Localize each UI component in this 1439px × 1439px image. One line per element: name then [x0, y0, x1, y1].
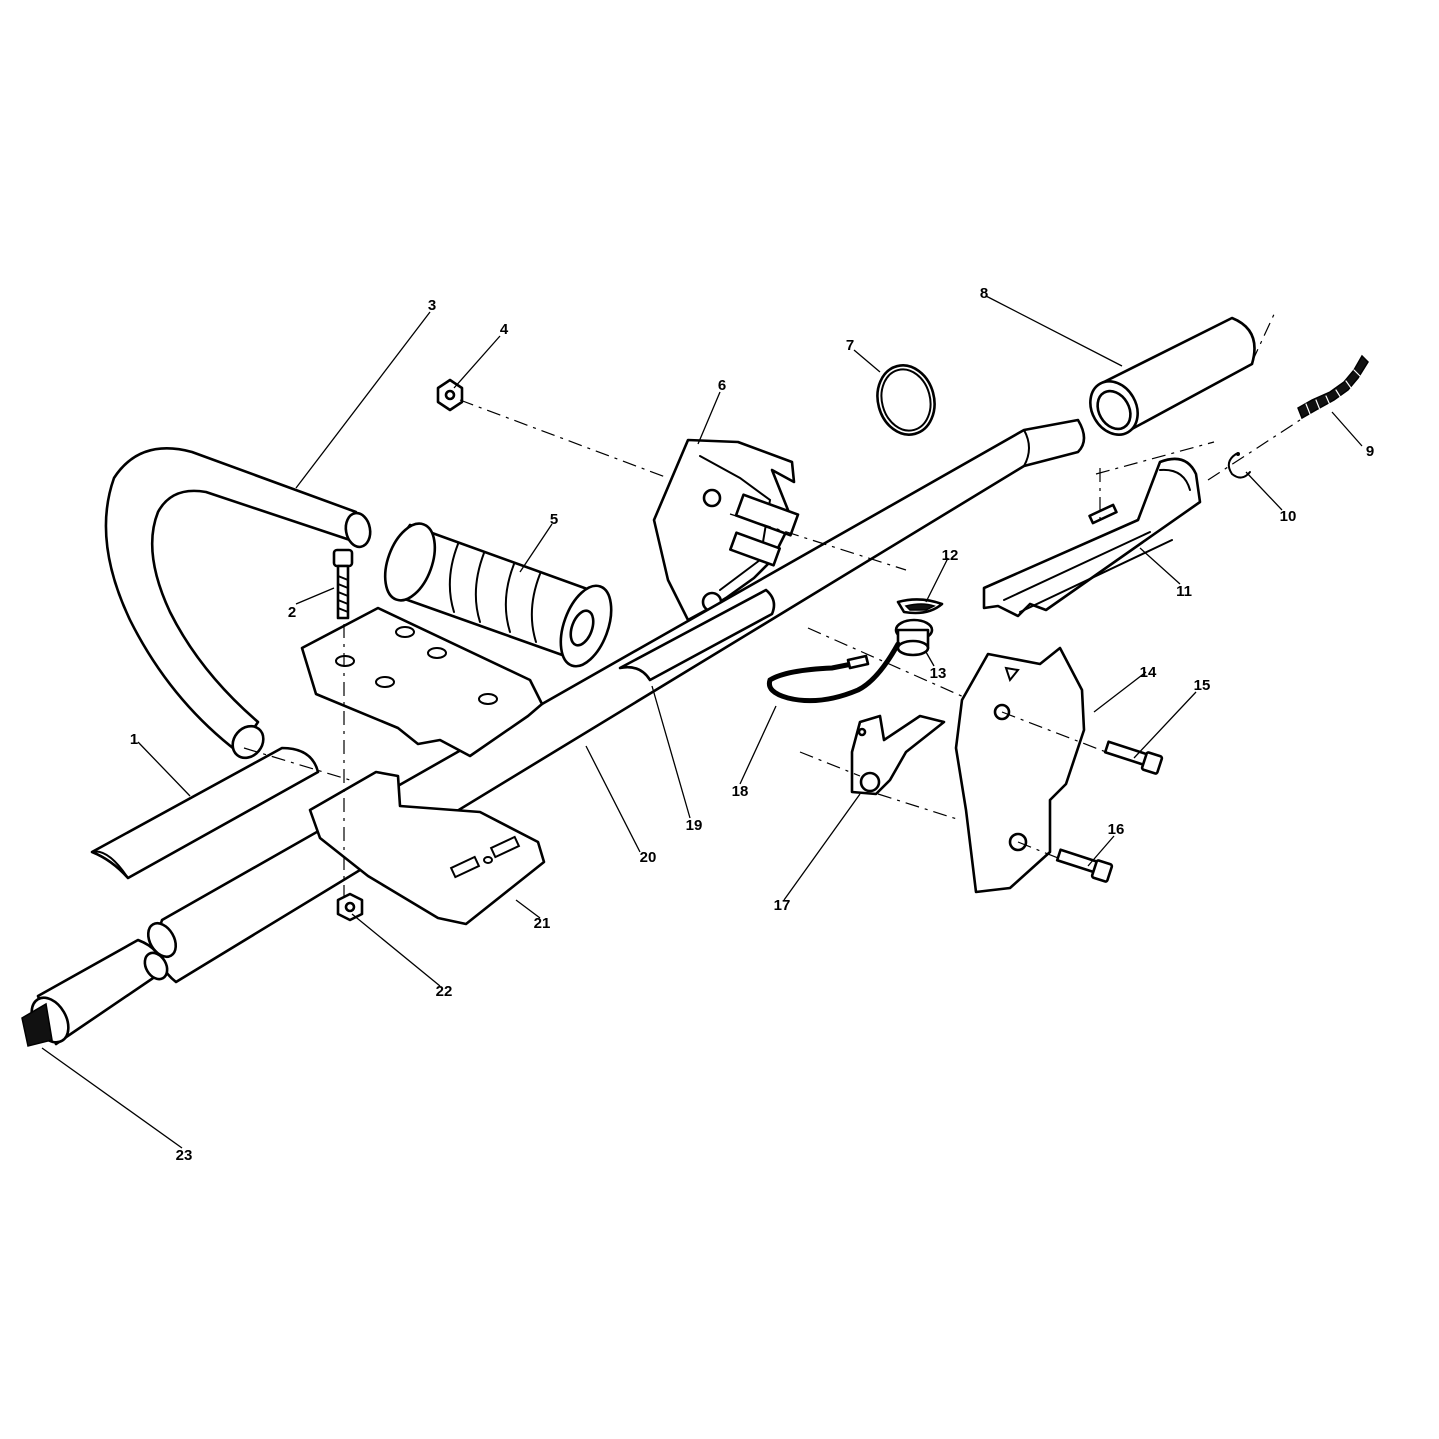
- part-2-bolt: [332, 548, 354, 620]
- part-19-sleeve-wrap: [618, 588, 776, 682]
- callout-labels: 1 2 3 4 5 6 7 8 9 10 11 12 13 14 15 16 1…: [130, 285, 1374, 1164]
- assembly-axis-lines: [243, 309, 1301, 898]
- part-8-sleeve: [1089, 316, 1256, 436]
- part-12-cap: [896, 598, 944, 615]
- callout-14: 14: [1140, 664, 1157, 681]
- callout-23: 23: [176, 1147, 193, 1164]
- callout-22: 22: [436, 983, 453, 1000]
- callout-3: 3: [428, 297, 436, 314]
- part-16-screw: [1055, 848, 1114, 883]
- part-4-nut: [436, 378, 464, 412]
- part-14-cover-plate: [954, 646, 1086, 894]
- callout-10: 10: [1280, 508, 1297, 525]
- callout-12: 12: [942, 547, 959, 564]
- part-1-tube-shell: [90, 746, 320, 880]
- callout-19: 19: [686, 817, 703, 834]
- part-3-loop-handle: [104, 447, 372, 760]
- callout-7: 7: [846, 337, 854, 354]
- callout-20: 20: [640, 849, 657, 866]
- part-22-nut: [336, 892, 364, 922]
- part-11-trigger-rail: [982, 457, 1202, 618]
- leader-lines: [41, 295, 1363, 1149]
- callout-6: 6: [718, 377, 726, 394]
- callout-18: 18: [732, 783, 749, 800]
- part-9-spring: [1297, 354, 1369, 420]
- callout-16: 16: [1108, 821, 1125, 838]
- part-13-switch: [894, 618, 934, 657]
- part-6-housing: [652, 438, 800, 622]
- callout-5: 5: [550, 511, 558, 528]
- callout-21: 21: [534, 915, 551, 932]
- callout-11: 11: [1176, 583, 1192, 600]
- callout-1: 1: [130, 731, 138, 748]
- callout-9: 9: [1366, 443, 1374, 460]
- callout-4: 4: [500, 321, 509, 338]
- part-23-drive-tube: [21, 938, 169, 1047]
- part-10-clip: [1227, 452, 1251, 479]
- callout-8: 8: [980, 285, 988, 302]
- part-5-grip: [383, 522, 613, 668]
- part-21-lower-clamp: [308, 770, 546, 926]
- part-17-trigger-lever: [850, 714, 946, 796]
- callout-2: 2: [288, 604, 296, 621]
- part-18-wire: [766, 641, 901, 704]
- callout-13: 13: [930, 665, 947, 682]
- part-7-ring: [876, 364, 936, 436]
- callout-17: 17: [774, 897, 791, 914]
- upper-clamp: [300, 606, 544, 758]
- part-15-screw: [1103, 740, 1164, 775]
- callout-15: 15: [1194, 677, 1211, 694]
